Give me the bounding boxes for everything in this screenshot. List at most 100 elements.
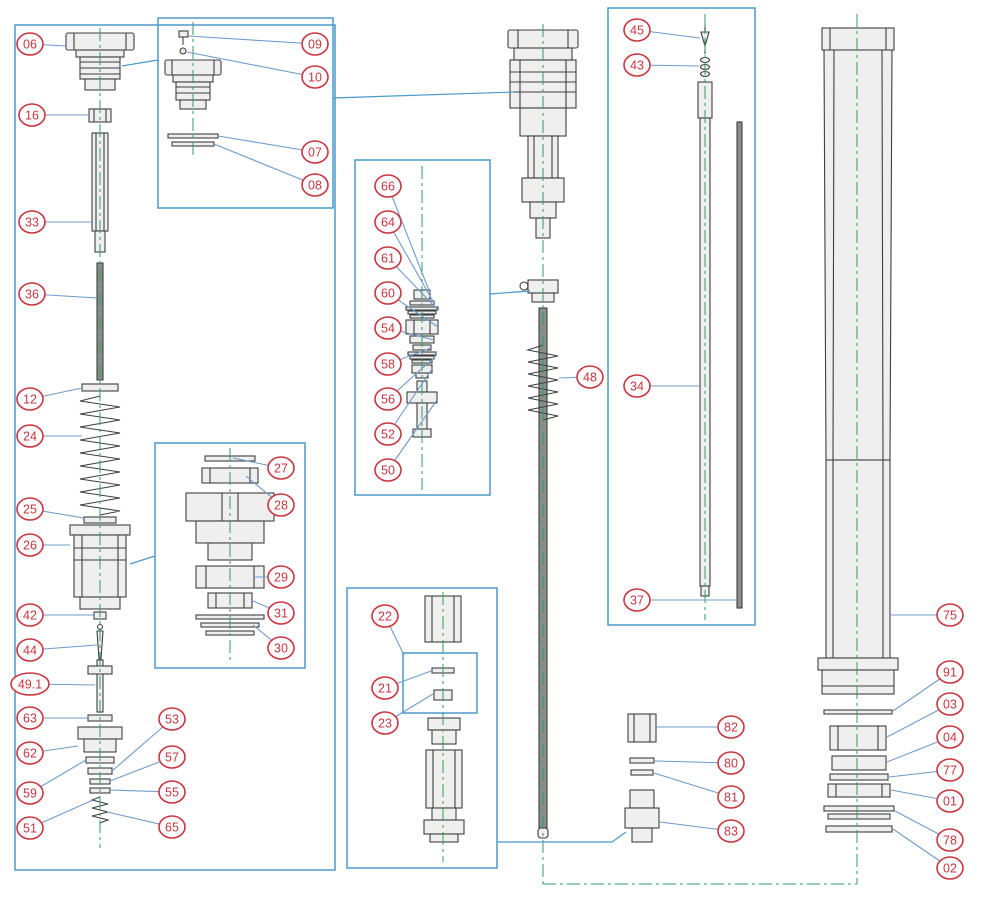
svg-text:33: 33 — [25, 216, 39, 230]
svg-text:65: 65 — [165, 821, 179, 835]
svg-text:56: 56 — [381, 393, 395, 407]
svg-text:51: 51 — [23, 822, 37, 836]
svg-text:34: 34 — [630, 380, 644, 394]
svg-text:16: 16 — [25, 109, 39, 123]
svg-text:82: 82 — [724, 721, 738, 735]
svg-text:59: 59 — [23, 787, 37, 801]
callout-29: 29 — [267, 565, 295, 589]
callout-56: 56 — [374, 387, 402, 411]
callout-91: 91 — [936, 660, 964, 684]
detail-box-cap-detail — [157, 17, 334, 209]
connector-bottom-detail-to-foot — [497, 831, 627, 843]
callout-83: 83 — [717, 819, 745, 843]
part-spring-cup-62 — [77, 726, 123, 753]
svg-text:26: 26 — [23, 539, 37, 553]
svg-text:25: 25 — [23, 503, 37, 517]
callout-44: 44 — [16, 638, 44, 662]
svg-text:23: 23 — [378, 717, 392, 731]
callout-55: 55 — [158, 780, 186, 804]
callout-27: 27 — [267, 456, 295, 480]
svg-text:30: 30 — [274, 642, 288, 656]
svg-text:54: 54 — [381, 322, 395, 336]
svg-text:77: 77 — [943, 764, 957, 778]
callout-23: 23 — [371, 711, 399, 735]
callout-31: 31 — [267, 601, 295, 625]
leader-line-66 — [387, 185, 431, 294]
detail-box-bush-detail — [402, 652, 478, 714]
svg-text:63: 63 — [23, 712, 37, 726]
callout-09: 09 — [301, 32, 329, 56]
callout-49.1: 49.1 — [10, 672, 50, 696]
callout-80: 80 — [717, 751, 745, 775]
parts-layer — [65, 24, 899, 843]
part-dust-seal-03 — [829, 725, 887, 751]
svg-text:75: 75 — [943, 609, 957, 623]
callout-50: 50 — [374, 458, 402, 482]
part-spring-48 — [525, 344, 559, 421]
svg-text:24: 24 — [23, 430, 37, 444]
svg-text:52: 52 — [381, 428, 395, 442]
svg-text:44: 44 — [23, 644, 37, 658]
callout-77: 77 — [936, 758, 964, 782]
callout-53: 53 — [158, 707, 186, 731]
callout-01: 01 — [936, 789, 964, 813]
leader-line-53 — [111, 718, 173, 772]
svg-text:66: 66 — [381, 180, 395, 194]
part-bush-04 — [831, 755, 887, 771]
svg-text:04: 04 — [943, 731, 957, 745]
svg-text:62: 62 — [23, 747, 37, 761]
callout-24: 24 — [16, 424, 44, 448]
svg-text:61: 61 — [381, 252, 395, 266]
connector-piston-detail-to-center — [489, 290, 531, 295]
svg-text:83: 83 — [724, 825, 738, 839]
part-cylinder-bottom — [423, 749, 465, 843]
callout-65: 65 — [158, 815, 186, 839]
part-ring-81 — [630, 769, 654, 776]
part-cap-assembled — [507, 29, 579, 239]
callout-30: 30 — [267, 636, 295, 660]
callout-36: 36 — [18, 282, 46, 306]
svg-text:49.1: 49.1 — [18, 678, 42, 692]
detail-box-left-assembly — [14, 24, 336, 871]
callout-61: 61 — [374, 246, 402, 270]
centerlines-layer — [99, 14, 858, 885]
svg-text:58: 58 — [381, 358, 395, 372]
part-washer-80 — [629, 757, 655, 764]
leader-line-08 — [213, 143, 316, 186]
svg-text:07: 07 — [308, 146, 322, 160]
svg-text:43: 43 — [630, 59, 644, 73]
callout-54: 54 — [374, 316, 402, 340]
callout-28: 28 — [267, 493, 295, 517]
callout-75: 75 — [936, 603, 964, 627]
part-oil-seal-01 — [827, 783, 891, 798]
leader-line-07 — [217, 135, 316, 153]
svg-text:36: 36 — [25, 288, 39, 302]
svg-text:21: 21 — [378, 682, 392, 696]
part-adapter-82 — [627, 713, 657, 743]
svg-text:37: 37 — [630, 594, 644, 608]
callout-37: 37 — [623, 588, 651, 612]
callout-12: 12 — [16, 387, 44, 411]
svg-text:28: 28 — [274, 499, 288, 513]
callout-10: 10 — [301, 65, 329, 89]
part-oring-10 — [179, 47, 187, 55]
svg-text:45: 45 — [630, 24, 644, 38]
callout-42: 42 — [16, 603, 44, 627]
callout-03: 03 — [936, 692, 964, 716]
svg-text:22: 22 — [378, 610, 392, 624]
svg-text:08: 08 — [308, 179, 322, 193]
part-small-spring-65 — [90, 796, 110, 824]
callout-62: 62 — [16, 741, 44, 765]
callout-57: 57 — [158, 745, 186, 769]
callout-22: 22 — [371, 604, 399, 628]
callout-51: 51 — [16, 816, 44, 840]
callout-07: 07 — [301, 140, 329, 164]
svg-text:29: 29 — [274, 571, 288, 585]
part-ring-91 — [823, 709, 893, 715]
svg-text:81: 81 — [724, 791, 738, 805]
callout-59: 59 — [16, 781, 44, 805]
part-rings-78 — [823, 805, 895, 820]
leader-line-10 — [186, 51, 316, 78]
connector-cartridge-to-detail — [129, 555, 156, 565]
callout-58: 58 — [374, 352, 402, 376]
